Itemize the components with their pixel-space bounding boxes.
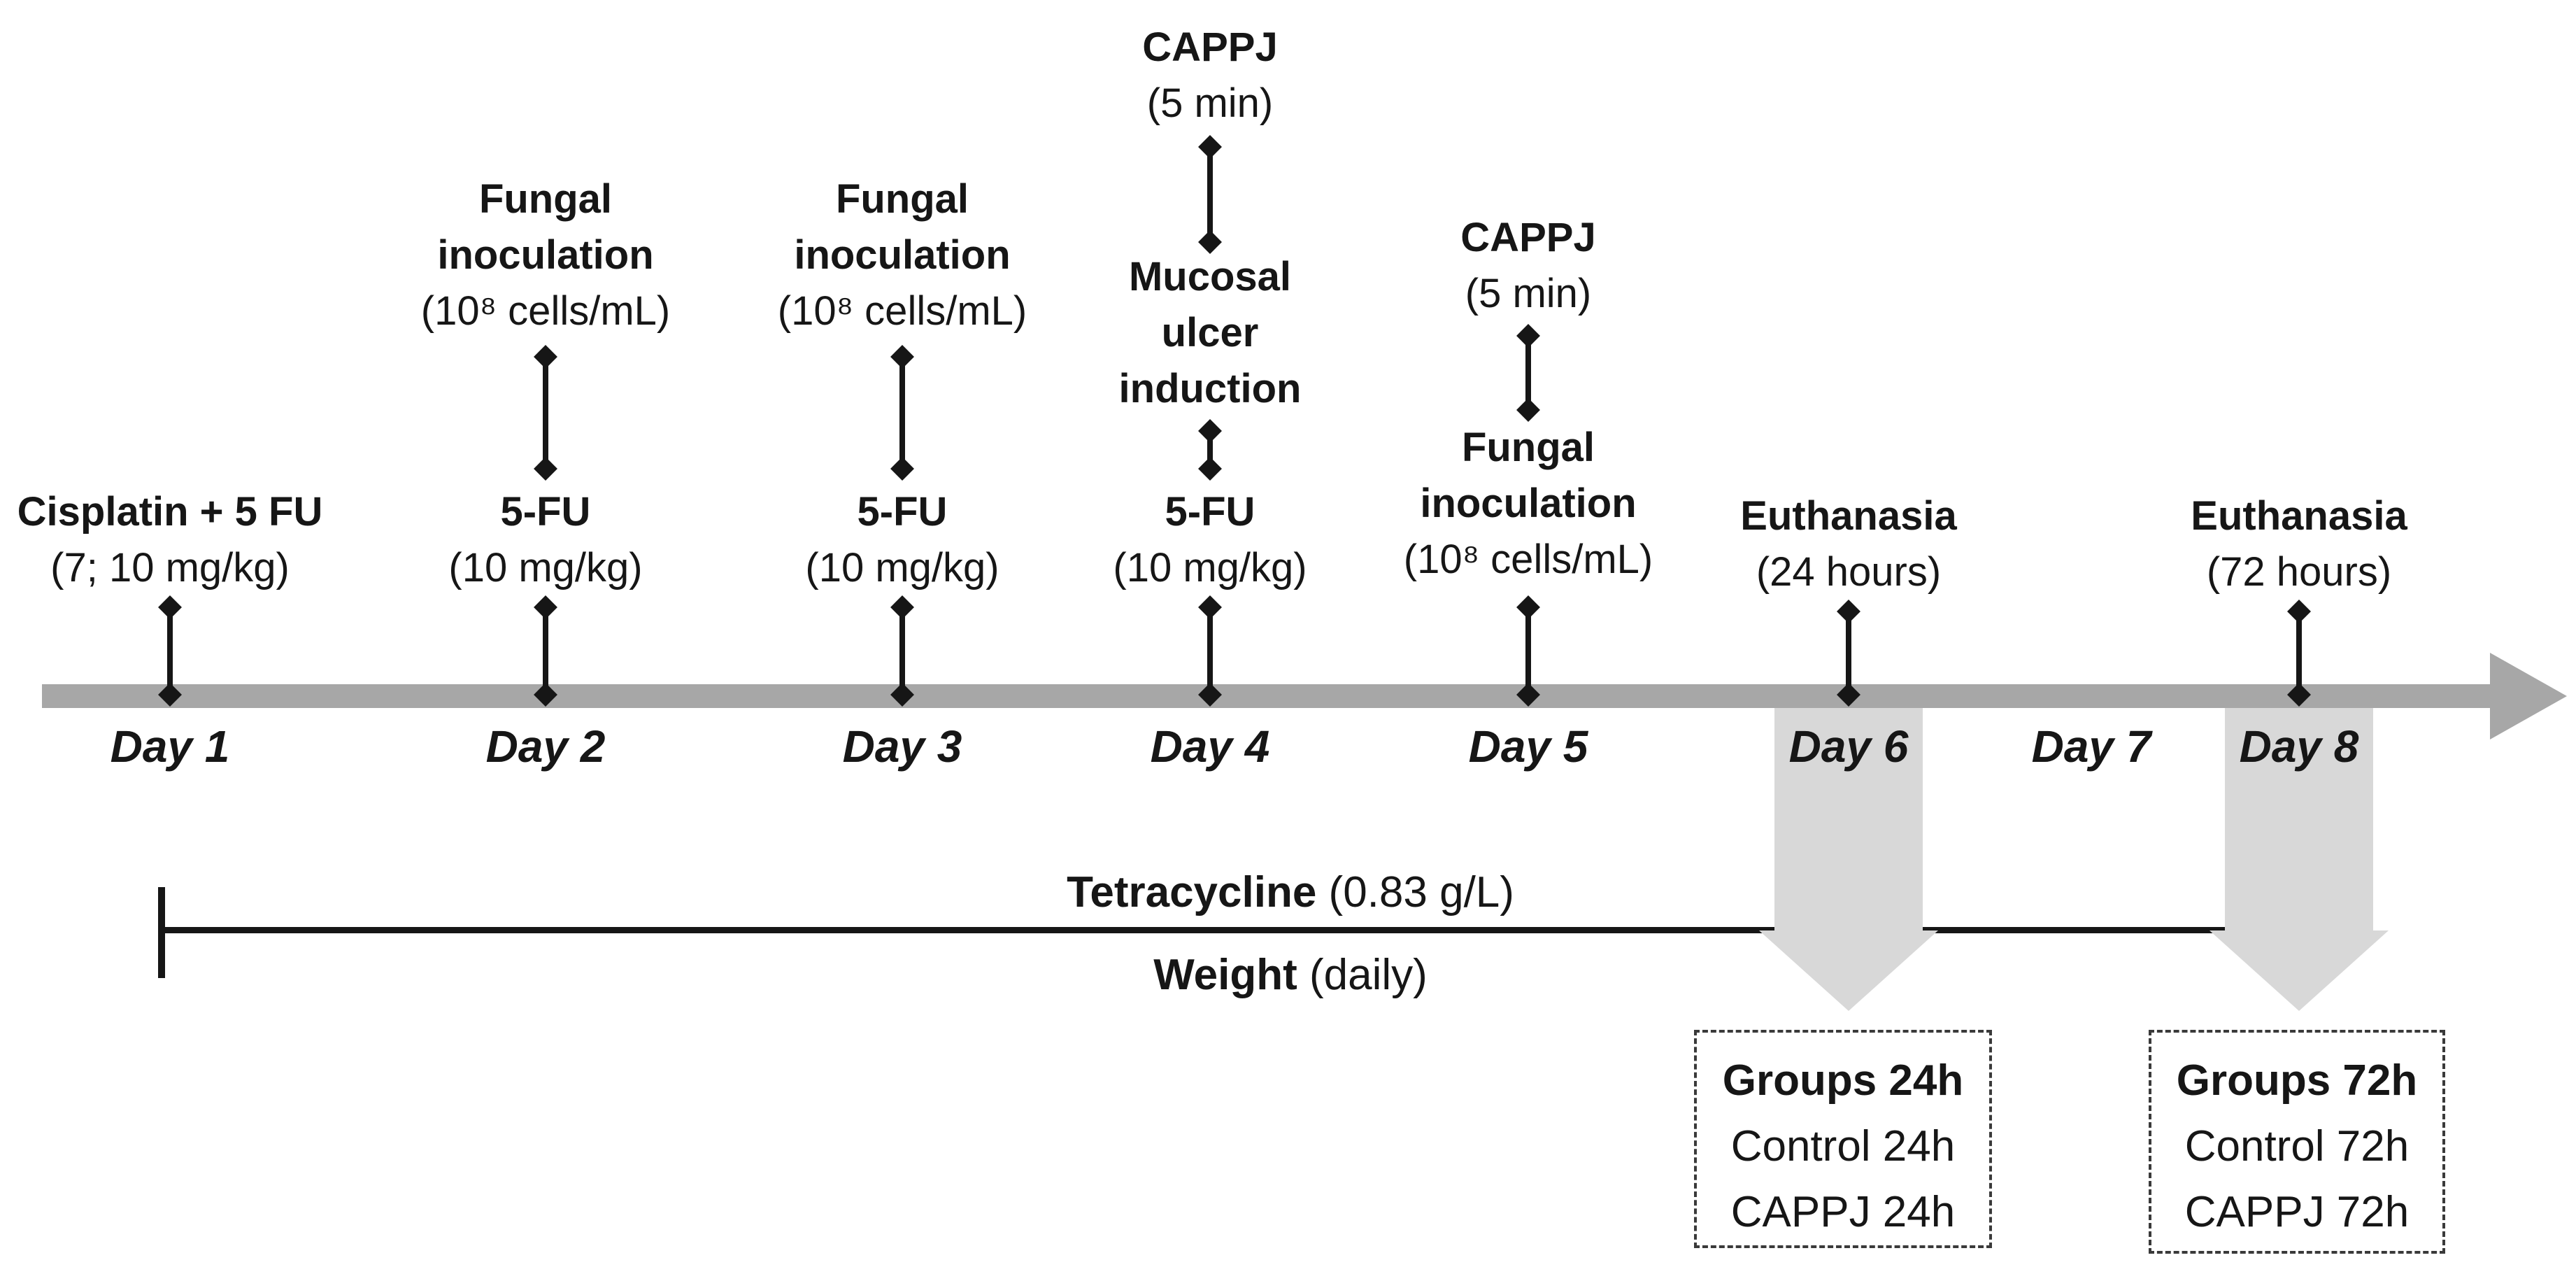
event-label-line: CAPPJ (1460, 215, 1596, 260)
diamond-connector-icon (1207, 146, 1213, 243)
tetracycline-label: Tetracycline (0.83 g/L) (1067, 868, 1514, 917)
range-left-tick (158, 887, 165, 978)
diamond-connector-icon (1525, 334, 1531, 411)
tetracycline-label-bold: Tetracycline (1067, 868, 1317, 916)
event-label-line: ulcer (1161, 310, 1259, 355)
event-label-line: Mucosal (1128, 254, 1292, 299)
event-label: Fungal inoculation (10⁸ cells/mL) (1404, 420, 1653, 588)
tetracycline-range-line (162, 927, 2298, 933)
event-label-line: Cisplatin + 5 FU (17, 489, 323, 535)
day-label: Day 7 (2031, 721, 2151, 772)
day-label: Day 6 (1788, 721, 1909, 772)
event-label-line: (24 hours) (1756, 549, 1942, 595)
event-label: Fungal inoculation (10⁸ cells/mL) (421, 171, 670, 339)
group-box-line: Groups 72h (2176, 1056, 2418, 1105)
event-label-line: inoculation (794, 232, 1011, 278)
day-label: Day 3 (842, 721, 962, 772)
diamond-connector-icon (899, 355, 905, 470)
event-label-line: Fungal (478, 176, 613, 222)
diamond-connector-icon (543, 355, 548, 470)
gray-down-arrow-head-icon (2209, 930, 2389, 1011)
gray-down-arrow-head-icon (1759, 930, 1938, 1011)
event-label: CAPPJ (5 min) (1460, 210, 1595, 322)
event-label-line: (7; 10 mg/kg) (50, 545, 290, 590)
diamond-connector-icon (899, 606, 905, 696)
event-label-line: (10⁸ cells/mL) (1403, 537, 1653, 582)
event-label-line: 5-FU (500, 489, 591, 535)
event-label: 5-FU (10 mg/kg) (1113, 484, 1307, 596)
timeline-arrowhead-icon (2490, 653, 2567, 739)
day-label: Day 2 (485, 721, 606, 772)
event-label: Euthanasia (24 hours) (1740, 488, 1956, 600)
weight-label: Weight (daily) (1153, 950, 1428, 1000)
event-label-line: (10 mg/kg) (1113, 545, 1307, 590)
group-box-line: Control 72h (2184, 1122, 2410, 1170)
event-label-line: (72 hours) (2206, 549, 2392, 595)
diamond-connector-icon (1846, 610, 1851, 696)
weight-label-bold: Weight (1153, 951, 1297, 999)
gray-down-arrow-shaft (1774, 708, 1923, 930)
event-label-line: (10⁸ cells/mL) (420, 288, 671, 334)
diamond-connector-icon (167, 606, 173, 696)
day-label: Day 5 (1468, 721, 1588, 772)
event-label-line: Fungal (835, 176, 969, 222)
event-label-line: (5 min) (1465, 271, 1592, 316)
event-label-line: (5 min) (1146, 80, 1274, 126)
event-label-line: inoculation (437, 232, 654, 278)
day-label: Day 4 (1150, 721, 1270, 772)
diamond-connector-icon (1525, 606, 1531, 696)
event-label-line: 5-FU (857, 489, 948, 535)
tetracycline-label-dose: (0.83 g/L) (1316, 868, 1514, 916)
group-box-line: Groups 24h (1722, 1056, 1964, 1105)
event-label-line: Euthanasia (2191, 493, 2407, 539)
event-label: CAPPJ (5 min) (1142, 20, 1277, 132)
timeline-axis (42, 684, 2493, 708)
event-label: Euthanasia (72 hours) (2191, 488, 2407, 600)
event-label: Cisplatin + 5 FU (7; 10 mg/kg) (17, 484, 323, 596)
event-label-line: Fungal (1461, 425, 1595, 470)
diamond-connector-icon (543, 606, 548, 696)
group-box-line: Control 24h (1730, 1122, 1956, 1170)
group-box-line: CAPPJ 72h (2184, 1188, 2410, 1236)
event-label-line: 5-FU (1165, 489, 1255, 535)
event-label-line: induction (1118, 366, 1302, 411)
event-label-line: CAPPJ (1142, 24, 1278, 70)
event-label-line: (10 mg/kg) (448, 545, 643, 590)
diamond-connector-icon (2296, 610, 2302, 696)
event-label: Fungal inoculation (10⁸ cells/mL) (778, 171, 1027, 339)
day-label: Day 8 (2239, 721, 2359, 772)
event-label: 5-FU (10 mg/kg) (448, 484, 642, 596)
diamond-connector-icon (1207, 430, 1213, 470)
weight-label-freq: (daily) (1297, 951, 1428, 999)
day-label: Day 1 (110, 721, 230, 772)
event-label-line: (10⁸ cells/mL) (777, 288, 1027, 334)
event-label-line: (10 mg/kg) (805, 545, 999, 590)
diamond-connector-icon (1207, 606, 1213, 696)
event-label-line: Euthanasia (1740, 493, 1957, 539)
event-label-line: inoculation (1420, 481, 1637, 526)
gray-down-arrow-shaft (2225, 708, 2373, 930)
event-label: Mucosal ulcer induction (1119, 249, 1302, 417)
event-label: 5-FU (10 mg/kg) (805, 484, 999, 596)
group-box-line: CAPPJ 24h (1730, 1188, 1956, 1236)
